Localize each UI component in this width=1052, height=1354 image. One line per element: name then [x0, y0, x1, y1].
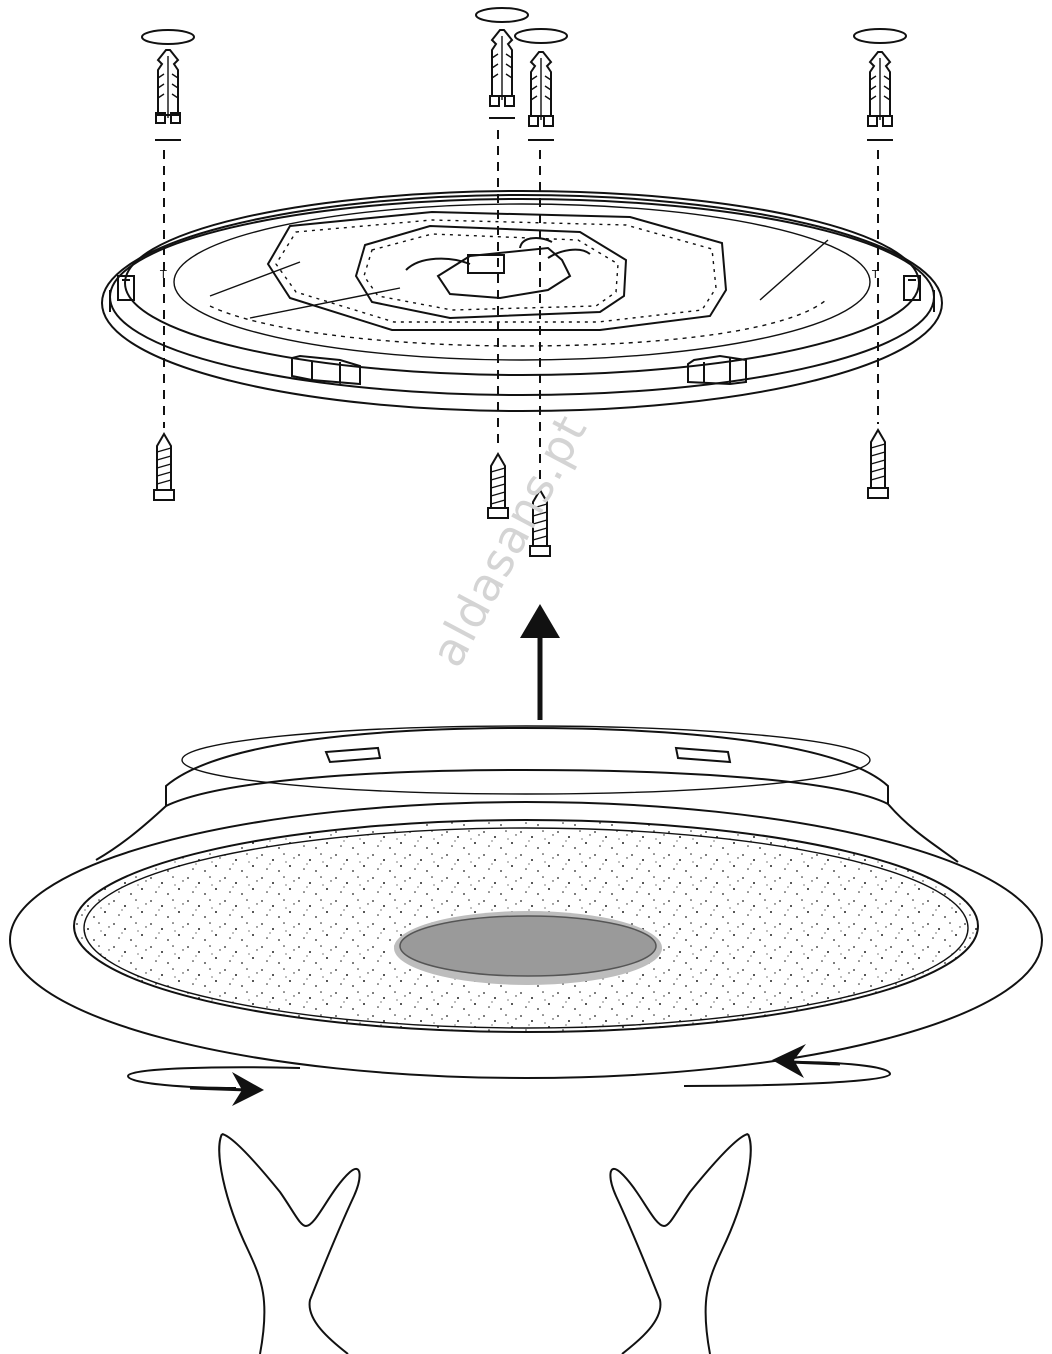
hole-mark: T	[159, 268, 167, 281]
led-track-inner	[354, 224, 628, 320]
led-driver	[405, 237, 591, 300]
mounting-clips	[117, 275, 921, 386]
led-track-outer	[266, 210, 728, 331]
wall-plug-icon	[514, 28, 568, 141]
rotate-arrow-right-icon	[683, 1044, 892, 1087]
mounting-base-plate: T T	[101, 190, 943, 412]
wall-plug-icon	[853, 28, 907, 141]
screw-icon	[487, 452, 509, 519]
screws	[153, 428, 889, 557]
alignment-lines	[163, 130, 879, 480]
speaker-lens	[399, 915, 657, 977]
wall-plug-icon	[475, 7, 529, 119]
screw-icon	[153, 432, 175, 501]
screw-icon	[529, 488, 551, 557]
hand-icon	[609, 1133, 752, 1354]
wall-plug-icon	[141, 29, 195, 141]
rotate-arrow-left-icon	[126, 1066, 301, 1106]
wall-plugs	[141, 7, 907, 141]
lamp-diffuser	[9, 725, 1043, 1079]
hand-icon	[218, 1133, 361, 1354]
hole-mark: T	[871, 268, 879, 281]
up-arrow-icon	[520, 604, 560, 720]
screw-icon	[867, 428, 889, 499]
